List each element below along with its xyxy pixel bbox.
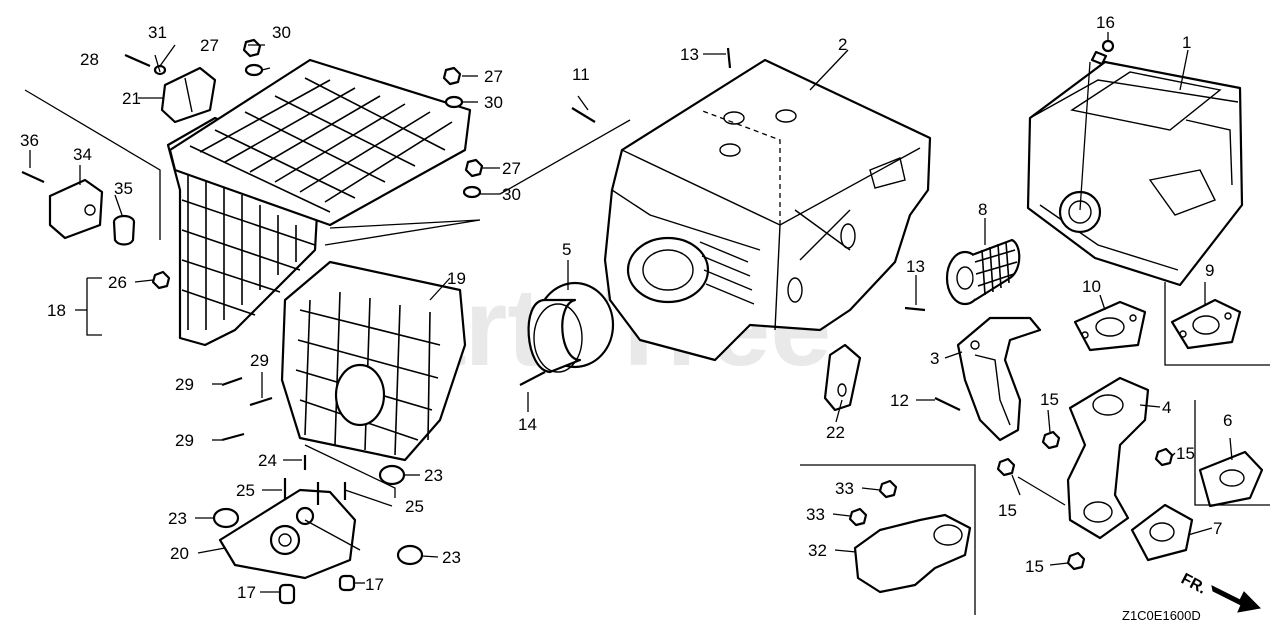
callout-7: 7: [1213, 519, 1222, 538]
callout-36: 36: [20, 131, 39, 150]
callout-17b: 17: [237, 583, 256, 602]
callout-18: 18: [47, 301, 66, 320]
callout-30b: 30: [484, 93, 503, 112]
part-34-clip: [48, 178, 104, 240]
callout-13a: 13: [680, 45, 699, 64]
callout-30a: 30: [272, 23, 291, 42]
callout-labels: 1 2 3 4 5 6 7 8 9 10 11 12 13 13 14 15 1…: [20, 13, 1232, 602]
callout-24: 24: [258, 451, 277, 470]
part-8-spark-arrester: [945, 238, 1021, 306]
callout-11: 11: [572, 65, 590, 84]
callout-15d: 15: [1025, 557, 1044, 576]
callout-29a: 29: [175, 375, 194, 394]
part-32-exhaust-pipe: [853, 513, 972, 594]
callout-15b: 15: [1176, 444, 1195, 463]
part-4-exhaust-pipe: [1066, 376, 1150, 540]
callout-30c: 30: [502, 185, 521, 204]
callout-23b: 23: [168, 509, 187, 528]
callout-10: 10: [1082, 277, 1101, 296]
part-16-bolt: [1090, 39, 1115, 66]
callout-26: 26: [108, 273, 127, 292]
callout-15c: 15: [998, 501, 1017, 520]
part-10-gasket: [1073, 300, 1147, 352]
callout-16: 16: [1096, 13, 1115, 32]
callout-1: 1: [1182, 33, 1191, 52]
callout-23c: 23: [442, 548, 461, 567]
callout-23a: 23: [424, 466, 443, 485]
diagram-code: Z1C0E1600D: [1122, 608, 1201, 623]
part-7-gasket: [1130, 503, 1194, 562]
front-direction-indicator: FR.: [1178, 571, 1262, 613]
callout-17a: 17: [365, 575, 384, 594]
part-19-lower-shield: [280, 260, 467, 462]
callout-21: 21: [122, 89, 141, 108]
part-1-muffler-box: [1026, 60, 1244, 287]
part-21-clip: [160, 66, 217, 124]
part-3-bracket: [956, 316, 1042, 442]
part-6-gasket: [1198, 450, 1264, 508]
callout-frames: [24, 89, 1270, 615]
callout-31: 31: [148, 23, 167, 42]
callout-33b: 33: [806, 505, 825, 524]
callout-34: 34: [73, 145, 92, 164]
callout-2: 2: [838, 35, 847, 54]
callout-15a: 15: [1040, 390, 1059, 409]
part-35-collar: [112, 214, 136, 246]
front-label: FR.: [1178, 571, 1209, 598]
front-arrow-icon: [1211, 585, 1262, 613]
part-20-base-plate: [218, 488, 357, 580]
callout-12: 12: [890, 391, 909, 410]
part-2-muffler-protector: [603, 58, 932, 362]
callout-27c: 27: [502, 159, 521, 178]
callout-22: 22: [826, 423, 845, 442]
callout-35: 35: [114, 179, 133, 198]
callout-9: 9: [1205, 261, 1214, 280]
callout-27b: 27: [484, 67, 503, 86]
callout-20: 20: [170, 544, 189, 563]
leader-lines: [29, 32, 1233, 593]
callout-29c: 29: [175, 431, 194, 450]
callout-27a: 27: [200, 36, 219, 55]
part-22-plate: [823, 343, 862, 412]
callout-6: 6: [1223, 411, 1232, 430]
callout-28: 28: [80, 50, 99, 69]
callout-5: 5: [562, 240, 571, 259]
callout-25a: 25: [236, 481, 255, 500]
callout-25b: 25: [405, 497, 424, 516]
callout-3: 3: [930, 349, 939, 368]
callout-13b: 13: [906, 257, 925, 276]
callout-8: 8: [978, 200, 987, 219]
callout-29b: 29: [250, 351, 269, 370]
part-top-grid-cover: [168, 58, 472, 227]
part-5-muffler: [527, 281, 615, 374]
callout-4: 4: [1162, 398, 1171, 417]
callout-19: 19: [447, 269, 466, 288]
callout-32: 32: [808, 541, 827, 560]
callout-33a: 33: [835, 479, 854, 498]
callout-14: 14: [518, 415, 537, 434]
part-9-gasket: [1170, 298, 1242, 350]
